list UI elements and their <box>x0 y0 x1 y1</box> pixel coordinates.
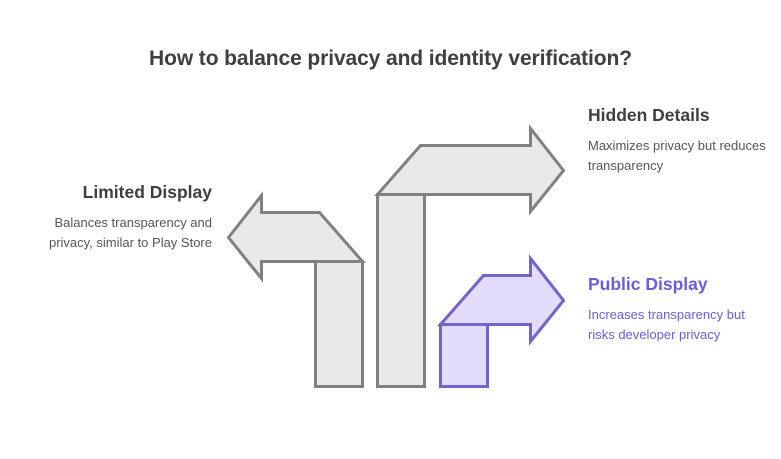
public-display-arrow <box>437 254 566 346</box>
page-title: How to balance privacy and identity veri… <box>149 47 632 70</box>
label-hidden-details: Hidden Details Maximizes privacy but red… <box>588 104 768 175</box>
public-display-heading: Public Display <box>588 274 708 294</box>
hidden-details-body: Maximizes privacy but reduces transparen… <box>588 138 766 173</box>
public-display-body: Increases transparency but risks develop… <box>588 307 745 342</box>
limited-display-shape[interactable] <box>226 191 366 388</box>
limited-display-arrow <box>226 191 366 283</box>
hidden-details-arrow <box>374 124 566 216</box>
limited-display-heading: Limited Display <box>82 182 212 202</box>
hidden-details-stem <box>376 193 426 388</box>
limited-display-body: Balances transparency and privacy, simil… <box>48 215 212 250</box>
limited-display-stem <box>314 260 364 388</box>
hidden-details-heading: Hidden Details <box>588 105 710 125</box>
public-display-shape[interactable] <box>437 254 566 388</box>
label-public-display: Public Display Increases transparency bu… <box>588 273 768 344</box>
label-limited-display: Limited Display Balances transparency an… <box>16 181 212 252</box>
hidden-details-shape[interactable] <box>374 124 566 388</box>
public-display-stem <box>439 323 489 388</box>
